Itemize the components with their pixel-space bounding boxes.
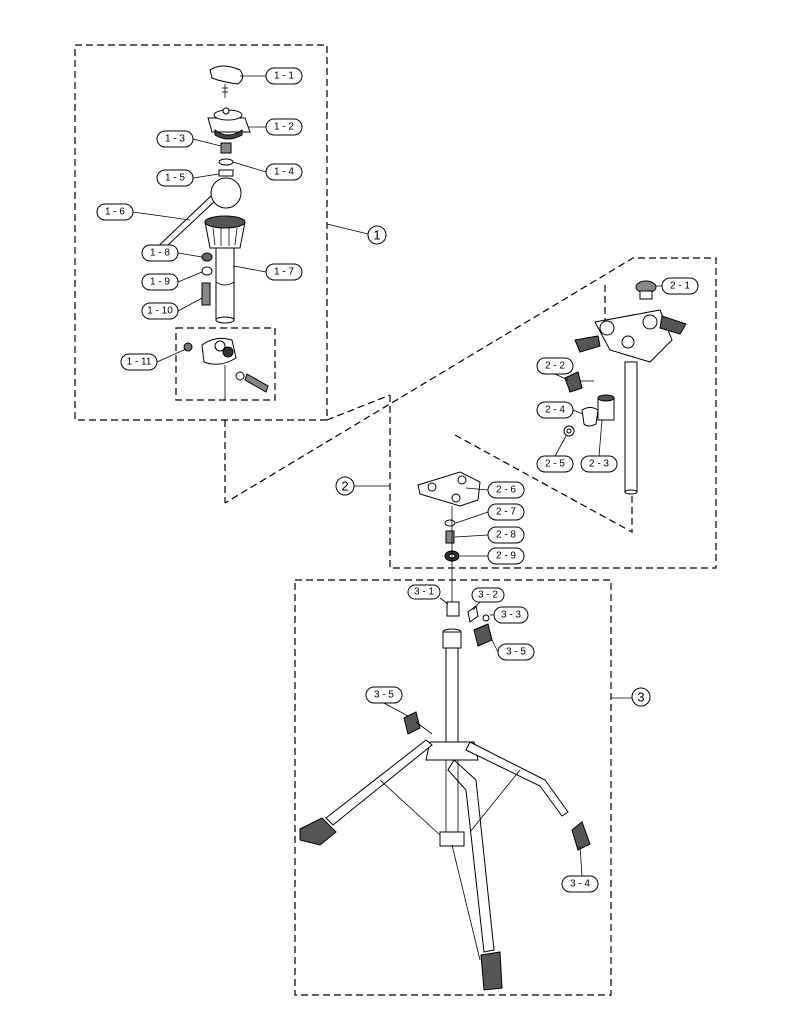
label-2-8: 2 - 8 (454, 526, 525, 544)
part-3-tripod-stand (299, 601, 591, 991)
label-1-9: 1 - 9 (141, 271, 203, 291)
part-2-2-wing-bolt (564, 371, 594, 393)
part-2-8-bolt (445, 530, 455, 544)
label-3-5-side: 3 - 5 (365, 686, 409, 717)
label-3-4: 3 - 4 (561, 845, 599, 893)
group-label-1: 1 (326, 223, 387, 245)
label-3-4-text: 3 - 4 (570, 879, 590, 890)
label-2-1-text: 2 - 1 (670, 281, 690, 292)
part-1-3-bolt (220, 142, 232, 154)
label-3-3: 3 - 3 (490, 606, 529, 624)
part-2-5-nut (563, 425, 575, 437)
label-1-8: 1 - 8 (141, 244, 203, 262)
label-2-1: 2 - 1 (656, 277, 699, 295)
label-2-4-text: 2 - 4 (545, 405, 565, 416)
group-2-box (224, 257, 717, 569)
part-1-9-washer (201, 266, 213, 276)
label-3-5-top-text: 3 - 5 (506, 647, 526, 658)
label-1-2: 1 - 2 (248, 118, 303, 136)
label-1-3: 1 - 3 (156, 130, 222, 148)
label-1-8-text: 1 - 8 (150, 248, 170, 259)
label-1-9-text: 1 - 9 (150, 277, 170, 288)
label-1-2-text: 1 - 2 (274, 122, 294, 133)
part-1-11-clamp (183, 337, 269, 400)
part-1-4-washer (218, 158, 234, 166)
part-2-1-knob (635, 280, 657, 300)
label-1-6-text: 1 - 6 (105, 207, 125, 218)
part-1-1-wing-screw (209, 65, 244, 98)
part-1-5-ring (218, 169, 234, 177)
label-1-10: 1 - 10 (141, 297, 203, 320)
label-2-2-text: 2 - 2 (545, 361, 565, 372)
label-1-4: 1 - 4 (232, 161, 303, 181)
connector-line (326, 394, 391, 421)
part-2-6-plate (417, 471, 481, 507)
group-label-3: 3 (611, 687, 651, 707)
label-1-5-text: 1 - 5 (165, 173, 185, 184)
label-1-1-text: 1 - 1 (274, 71, 294, 82)
label-2-5: 2 - 5 (536, 435, 574, 473)
label-2-5-text: 2 - 5 (545, 459, 565, 470)
label-1-5: 1 - 5 (156, 169, 220, 187)
label-2-3-text: 2 - 3 (589, 459, 609, 470)
group-3-box (294, 579, 612, 996)
label-1-1: 1 - 1 (240, 67, 303, 85)
label-3-5-top: 3 - 5 (491, 639, 535, 661)
group-2-inner-outline (454, 434, 633, 534)
label-1-6: 1 - 6 (96, 203, 191, 221)
label-1-4-text: 1 - 4 (274, 167, 294, 178)
label-2-2: 2 - 2 (536, 357, 574, 381)
label-3-3-text: 3 - 3 (501, 610, 521, 621)
label-2-6: 2 - 6 (465, 481, 525, 499)
part-multi-clamp-body (574, 309, 687, 495)
part-2-4-insert (581, 407, 599, 427)
label-1-3-text: 1 - 3 (165, 134, 185, 145)
label-2-8-text: 2 - 8 (496, 530, 516, 541)
label-3-2-text: 3 - 2 (478, 590, 498, 601)
label-3-5-side-text: 3 - 5 (374, 690, 394, 701)
label-3-1: 3 - 1 (407, 584, 449, 605)
group-label-2: 2 (335, 476, 390, 496)
label-2-9: 2 - 9 (460, 547, 525, 565)
label-2-6-text: 2 - 6 (496, 485, 516, 496)
label-1-7: 1 - 7 (233, 263, 303, 281)
label-2-9-text: 2 - 9 (496, 551, 516, 562)
label-1-10-text: 1 - 10 (147, 306, 173, 317)
part-1-10-bolt (201, 282, 211, 306)
label-3-1-text: 3 - 1 (414, 587, 434, 598)
label-2-7-text: 2 - 7 (496, 507, 516, 518)
part-1-7-housing-tube (204, 215, 246, 324)
group-label-1-text: 1 (373, 228, 380, 243)
part-2-7-washer (444, 519, 456, 527)
part-2-3-sleeve (597, 394, 615, 421)
part-1-8-nut (201, 252, 213, 262)
group-label-3-text: 3 (637, 690, 644, 705)
group-label-2-text: 2 (341, 479, 348, 494)
label-2-4: 2 - 4 (536, 401, 584, 419)
label-2-7: 2 - 7 (455, 503, 525, 524)
label-3-2: 3 - 2 (471, 587, 505, 611)
label-1-11: 1 - 11 (120, 348, 187, 371)
label-1-11-text: 1 - 11 (127, 357, 152, 368)
part-1-2-cap (207, 107, 251, 140)
group-1-box (74, 44, 328, 421)
label-1-7-text: 1 - 7 (274, 267, 294, 278)
group-1-11-subbox (175, 327, 276, 401)
label-2-3: 2 - 3 (580, 419, 618, 473)
